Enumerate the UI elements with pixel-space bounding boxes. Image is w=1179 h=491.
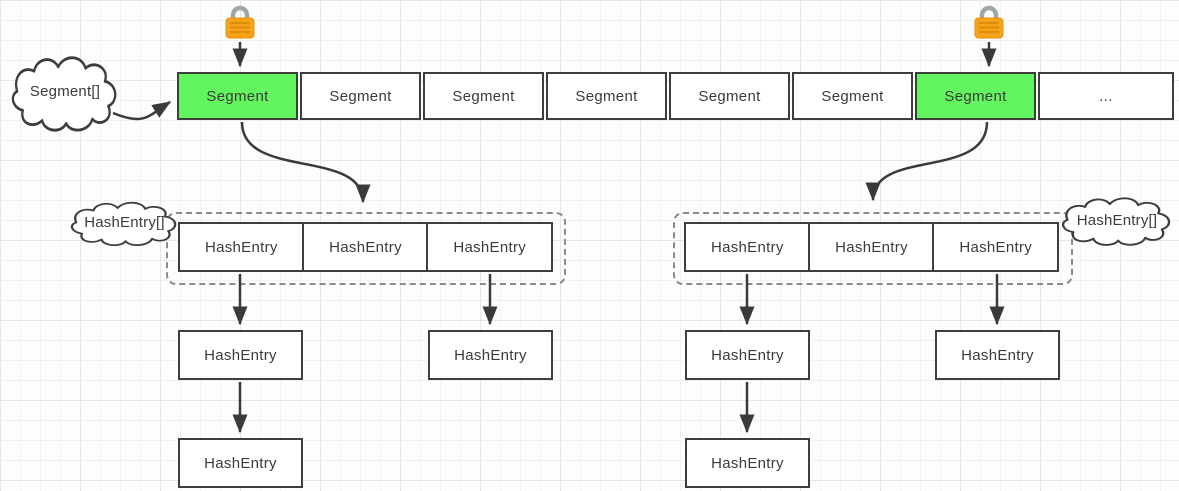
segment-cell-5: Segment [669,72,790,120]
hashentry-node: HashEntry [935,330,1060,380]
arrow-segment7-to-right-array [865,121,989,202]
hashentry-node: HashEntry [685,330,810,380]
hashentry-array-cloud-label-right: HashEntry[] [1076,211,1158,229]
arrow-segment1-to-left-array [240,121,371,204]
segment-array-row: Segment Segment Segment Segment Segment … [177,72,1174,120]
segment-cell-6: Segment [792,72,913,120]
segment-cell-7: Segment [915,72,1036,120]
hashentry-cell: HashEntry [178,222,305,272]
hashentry-node: HashEntry [428,330,553,380]
hashentry-array-container-right [673,212,1073,285]
segment-cell-4: Segment [546,72,667,120]
hashentry-cell: HashEntry [302,222,429,272]
hashentry-array-right: HashEntry HashEntry HashEntry [684,222,1060,272]
hashentry-node: HashEntry [685,438,810,488]
segment-cell-3: Segment [423,72,544,120]
hashentry-array-cloud-label-left: HashEntry[] [84,214,165,231]
hashentry-array-left: HashEntry HashEntry HashEntry [178,222,554,272]
hashentry-cell: HashEntry [684,222,811,272]
segment-cell-ellipsis: ... [1038,72,1174,120]
hashentry-cell: HashEntry [932,222,1060,272]
segment-array-cloud-label: Segment[] [29,83,101,100]
hashentry-cell: HashEntry [426,222,554,272]
hashentry-array-container-left [166,212,566,285]
hashentry-cell: HashEntry [808,222,935,272]
segment-cell-2: Segment [300,72,421,120]
hashentry-node: HashEntry [178,330,303,380]
hashentry-node: HashEntry [178,438,303,488]
lock-icon-left [226,8,254,38]
lock-icon-right [975,8,1003,38]
segment-cell-1: Segment [177,72,298,120]
